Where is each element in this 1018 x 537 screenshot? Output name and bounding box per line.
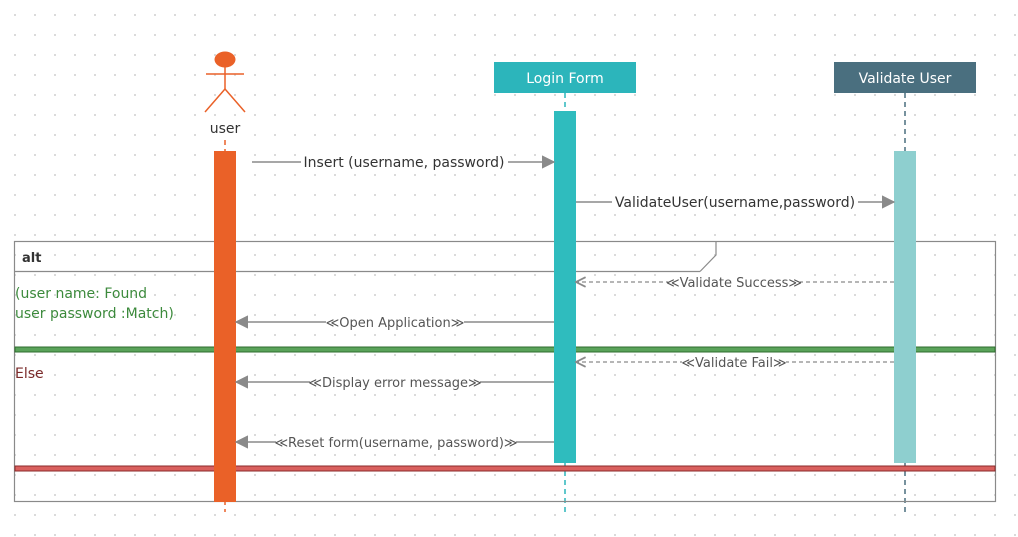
login-form-header-label: Login Form [526, 71, 604, 87]
login-form-activation-bar [554, 111, 576, 463]
message-open-application-label-bg [326, 313, 464, 331]
user-activation-bar [214, 151, 236, 502]
login-form-participant[interactable]: Login Form [494, 62, 636, 93]
alt-fragment-frame [13, 240, 997, 503]
alt-end-bar [14, 465, 996, 472]
alt-guard-line-2: user password :Match) [15, 306, 174, 322]
user-actor-icon[interactable] [204, 51, 246, 113]
actor-right-leg [224, 88, 246, 113]
login-form-header [494, 62, 636, 93]
alt-fragment-tab [699, 241, 717, 272]
else-separator [14, 346, 996, 353]
message-validate-success-label: ≪Validate Success≫ [666, 276, 802, 291]
else-label: Else [15, 366, 44, 382]
message-open-application[interactable]: ≪Open Application≫ [234, 313, 554, 331]
message-display-error-label: ≪Display error message≫ [308, 376, 481, 391]
message-validate-fail[interactable]: ≪Validate Fail≫ [576, 353, 894, 371]
alt-operator-label: alt [22, 251, 41, 266]
validate-user-participant[interactable]: Validate User [834, 62, 976, 93]
alt-guard-line-1: (user name: Found [15, 286, 147, 302]
validate-user-activation-bar [894, 151, 916, 463]
message-validate-fail-label-bg [682, 353, 786, 371]
actor-left-leg [204, 88, 226, 113]
message-insert-label-bg [301, 151, 508, 173]
message-display-error[interactable]: ≪Display error message≫ [234, 373, 554, 391]
message-reset-form-label-bg [276, 433, 516, 451]
message-reset-form-label: ≪Reset form(username, password)≫ [274, 436, 517, 451]
alt-fragment: alt (user name: Found user password :Mat… [13, 240, 997, 503]
actor-label-bg [205, 118, 245, 138]
message-insert-label: Insert (username, password) [304, 155, 505, 171]
user-actor-label: user [210, 121, 241, 137]
message-display-error-label-bg [310, 373, 480, 391]
message-validate-user-label-bg [612, 191, 858, 213]
message-validate-user-label: ValidateUser(username,password) [615, 195, 855, 211]
actor-head [214, 51, 236, 68]
message-validate-success-label-bg [668, 273, 800, 291]
message-validate-success[interactable]: ≪Validate Success≫ [576, 273, 894, 291]
validate-user-header [834, 62, 976, 93]
message-validate-fail-label: ≪Validate Fail≫ [681, 356, 786, 371]
message-insert[interactable]: Insert (username, password) [252, 151, 556, 173]
message-reset-form[interactable]: ≪Reset form(username, password)≫ [234, 433, 554, 451]
validate-user-header-label: Validate User [859, 71, 952, 87]
message-validate-user[interactable]: ValidateUser(username,password) [576, 191, 896, 213]
message-open-application-label: ≪Open Application≫ [326, 316, 465, 331]
